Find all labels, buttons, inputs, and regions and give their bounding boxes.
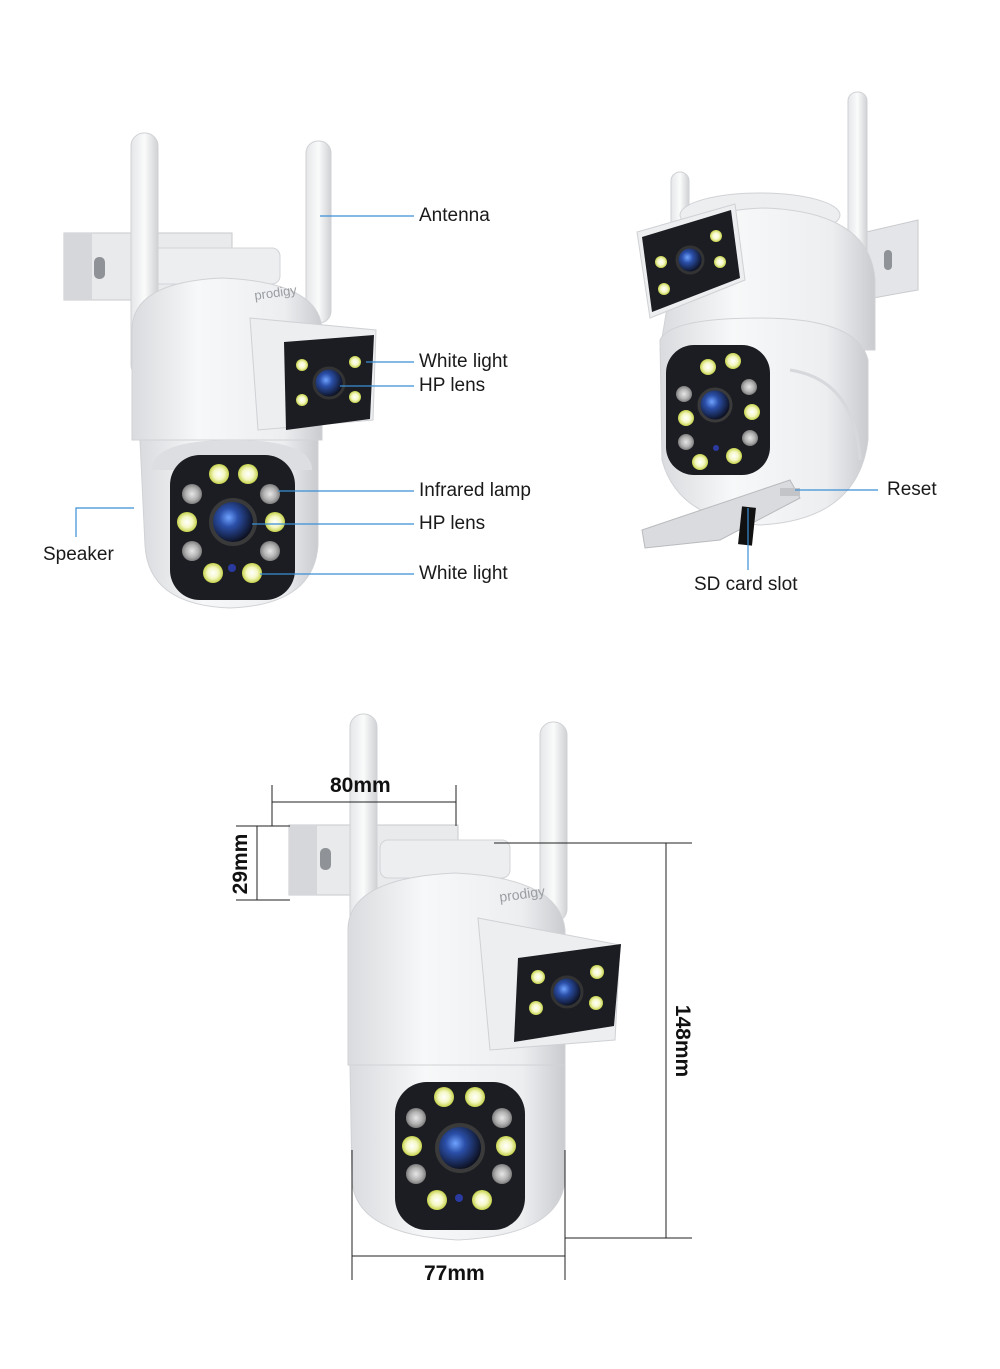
camera-dimension-view: prodigy <box>288 713 621 1241</box>
dimension-body-width: 77mm <box>424 1262 485 1285</box>
dimension-bracket-width: 80mm <box>330 774 391 797</box>
label-reset: Reset <box>887 479 937 500</box>
dimension-height: 148mm <box>671 1004 694 1078</box>
dimension-lines <box>236 785 692 1280</box>
label-hp-lens-bottom: HP lens <box>419 513 486 534</box>
camera-front-view: prodigy <box>63 132 377 609</box>
label-white-light-top: White light <box>419 351 508 372</box>
label-speaker: Speaker <box>43 544 114 565</box>
brand-logo: prodigy <box>253 282 298 303</box>
callout-lines-bottom <box>747 489 878 570</box>
label-infrared-lamp: Infrared lamp <box>419 480 531 501</box>
dimension-bracket-depth: 29mm <box>229 833 252 895</box>
brand-logo-2: prodigy <box>498 883 546 905</box>
label-white-light-bottom: White light <box>419 563 508 584</box>
callout-lines-front <box>75 215 414 575</box>
label-sd-card-slot: SD card slot <box>694 574 798 595</box>
label-antenna: Antenna <box>419 205 490 226</box>
label-hp-lens-top: HP lens <box>419 375 486 396</box>
camera-bottom-view <box>636 91 919 549</box>
